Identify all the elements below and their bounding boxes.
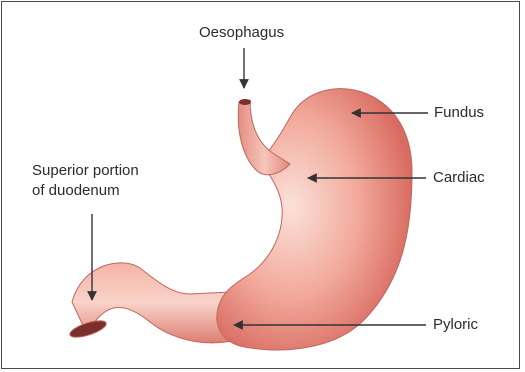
fundus-label: Fundus — [434, 104, 484, 122]
cardiac-label: Cardiac — [433, 169, 485, 187]
duodenum-label-line2: of duodenum — [32, 182, 120, 200]
duodenum-label-line1: Superior portion — [32, 162, 139, 180]
diagram-frame: Oesophagus Fundus Cardiac Pyloric Superi… — [1, 1, 520, 369]
oesophagus-opening — [239, 99, 251, 105]
oesophagus-label: Oesophagus — [199, 24, 284, 42]
pyloric-label: Pyloric — [433, 316, 478, 334]
